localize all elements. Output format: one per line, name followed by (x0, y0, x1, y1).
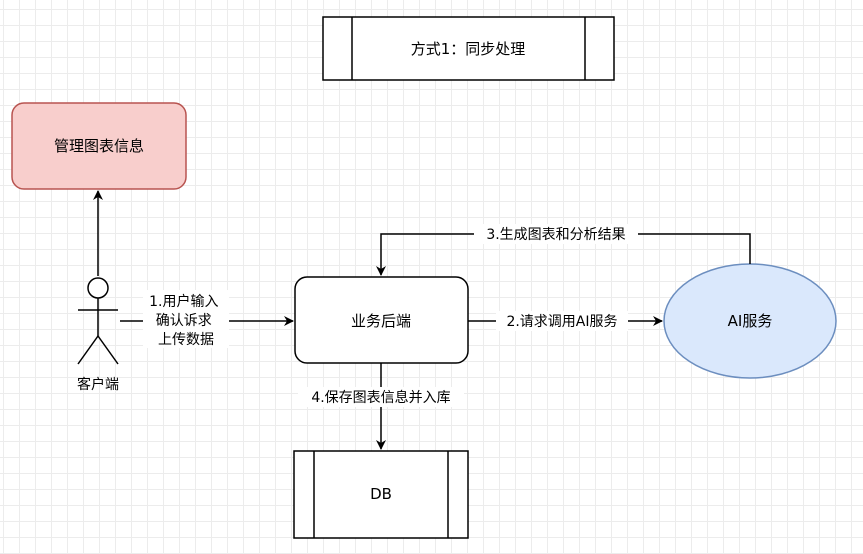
backend-node-label: 业务后端 (351, 312, 411, 330)
client-label: 客户端 (77, 376, 119, 393)
title-box: 方式1：同步处理 (322, 16, 615, 81)
db-node: DB (293, 450, 469, 539)
manage-chart-info-node: 管理图表信息 (11, 102, 187, 190)
ai-service-node: AI服务 (663, 263, 837, 379)
edge-backend-to-db-label: 4.保存图表信息并入库 (311, 389, 450, 406)
edge-label-line-1: 1.用户输入 (149, 293, 218, 310)
backend-node: 业务后端 (294, 276, 469, 364)
edge-ai-to-backend-label: 3.生成图表和分析结果 (486, 227, 625, 243)
manage-node-label: 管理图表信息 (54, 137, 144, 155)
ai-service-label: AI服务 (728, 312, 773, 330)
edge-label-line-2: 确认诉求 (156, 313, 212, 329)
manage-node-shape (11, 102, 187, 190)
edge-client-to-backend-label: 1.用户输入 确认诉求 上传数据 (149, 293, 223, 348)
edge-label-line-3: 上传数据 (158, 332, 214, 348)
edge-backend-to-ai-label: 2.请求调用AI服务 (506, 314, 617, 330)
db-label: DB (370, 485, 392, 503)
client-actor-icon (77, 277, 119, 365)
title-box-label: 方式1：同步处理 (411, 40, 526, 58)
